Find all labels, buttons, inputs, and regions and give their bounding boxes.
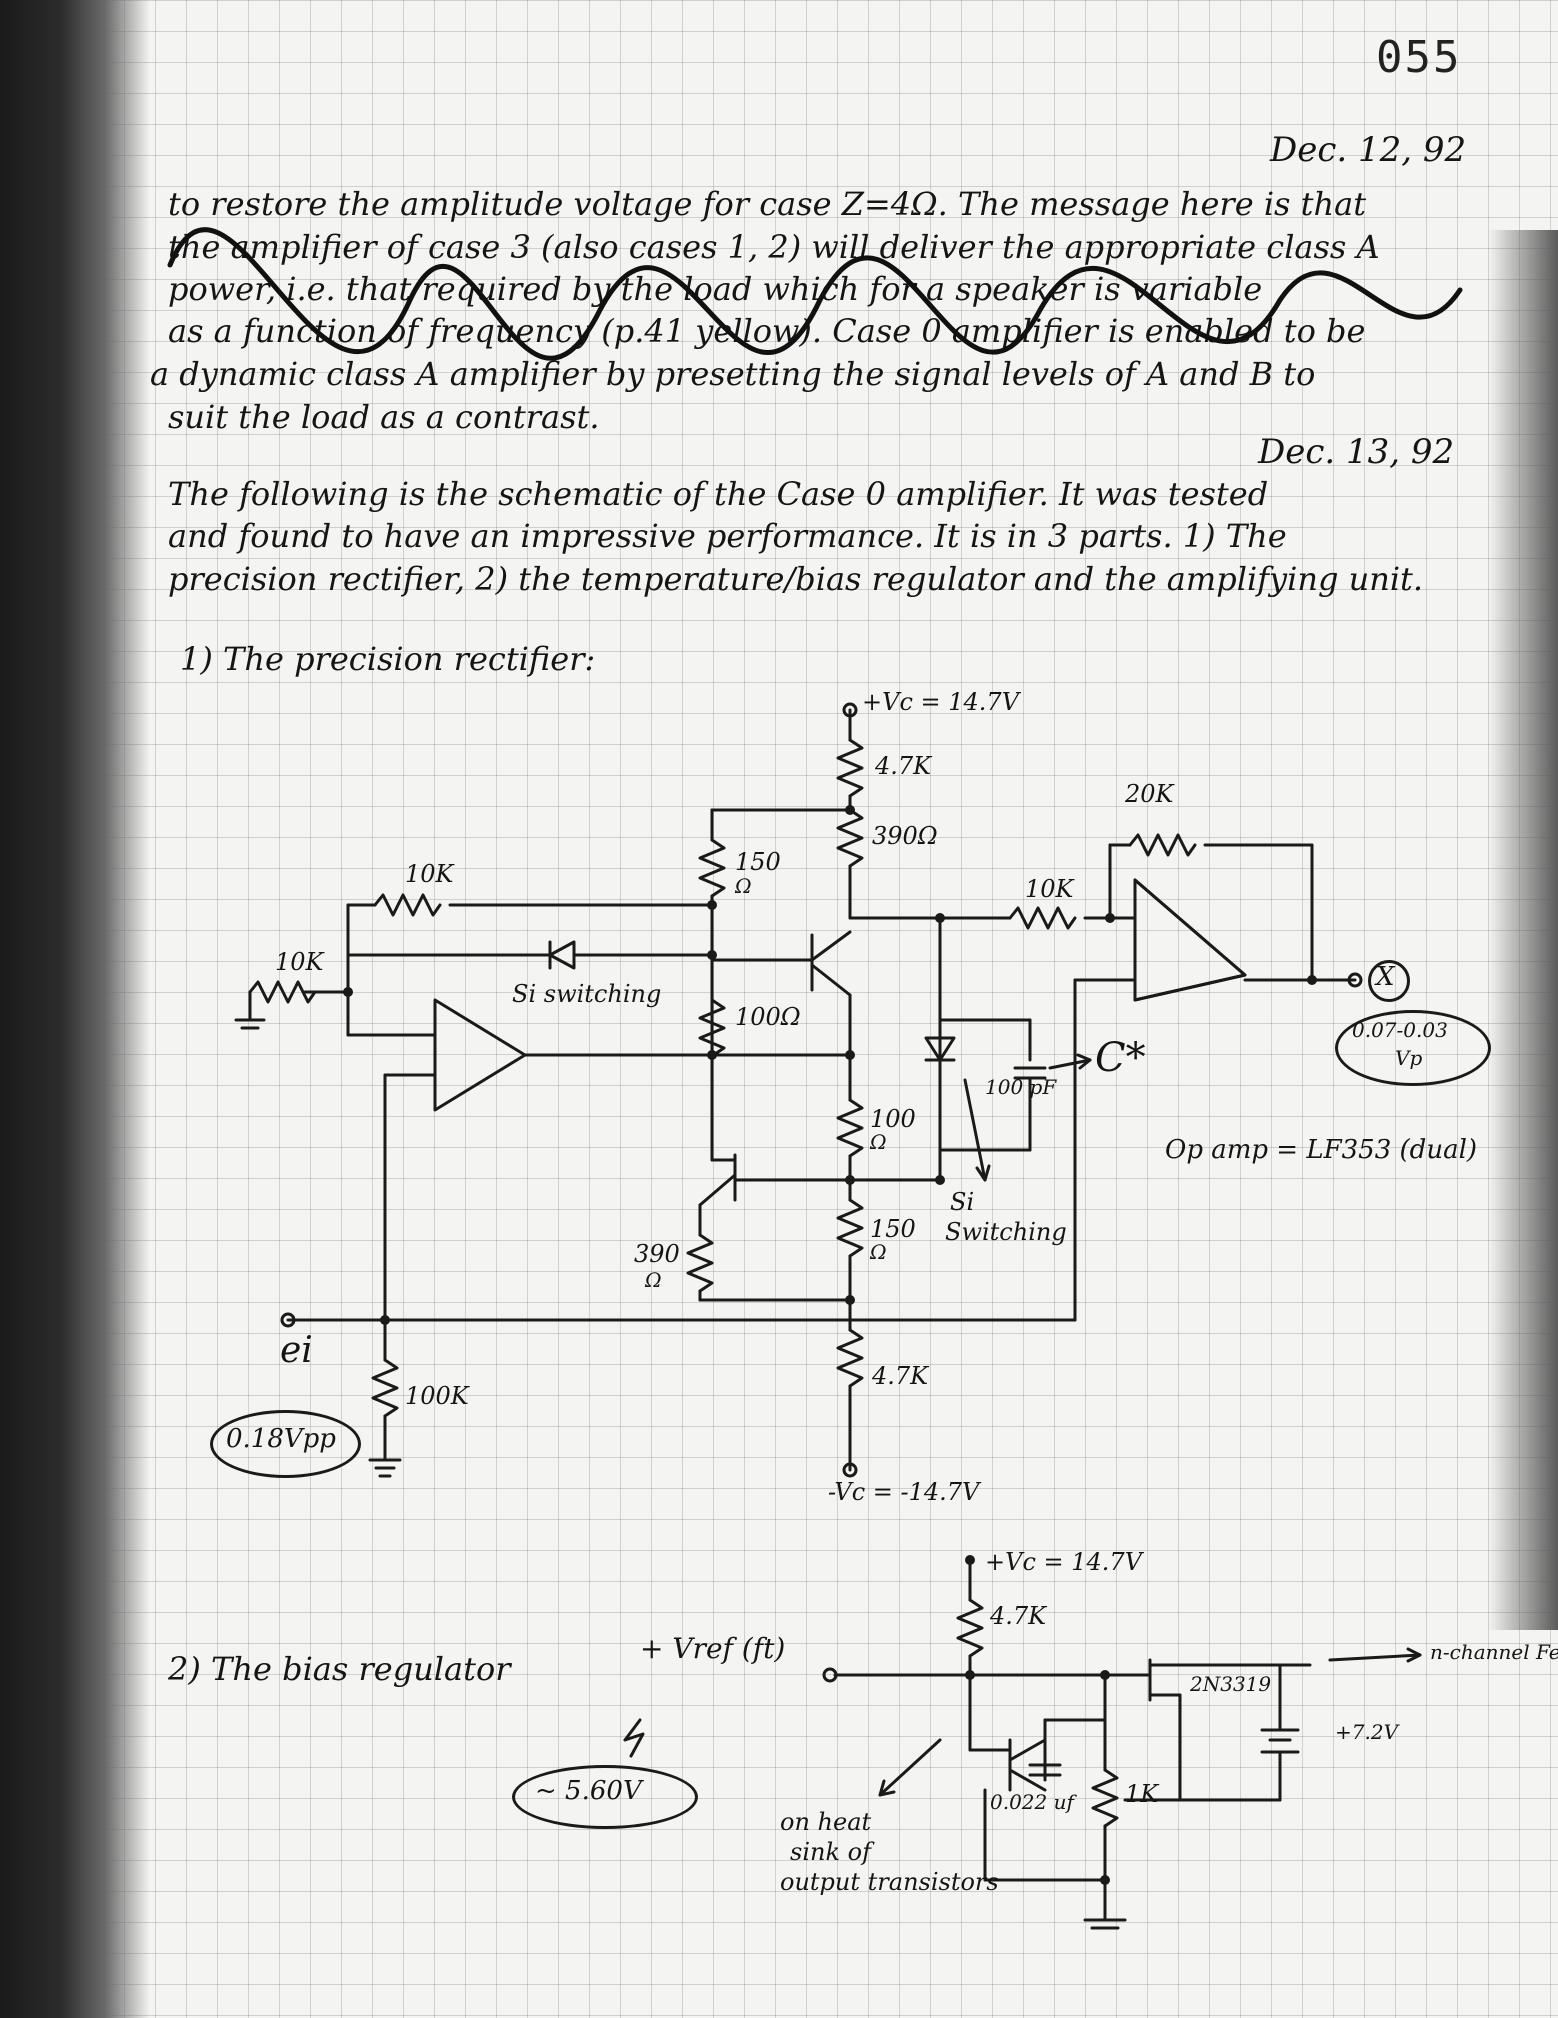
section2-heading: 2) The bias regulator: [168, 1650, 511, 1688]
r-100k-label: 100K: [405, 1382, 469, 1410]
vref-label: + Vref (ft): [640, 1632, 786, 1665]
bias-r-top-label: 4.7K: [990, 1602, 1047, 1630]
vref-value-oval: [512, 1765, 698, 1829]
r-150-bottom-unit: Ω: [870, 1240, 887, 1264]
r-390-top-label: 390Ω: [872, 822, 938, 850]
para2-line1: The following is the schematic of the Ca…: [168, 475, 1269, 513]
c-star-label: C*: [1095, 1035, 1146, 1081]
scan-shadow-right: [1488, 230, 1558, 1630]
r-10k-left-label: 10K: [275, 948, 324, 976]
heatsink-note-1: on heat: [780, 1808, 872, 1836]
para1-line1: to restore the amplitude voltage for cas…: [168, 185, 1367, 223]
heatsink-note-3: output transistors: [780, 1868, 999, 1896]
diode-si-switching-label: Si switching: [512, 980, 662, 1008]
para1-line6: suit the load as a contrast.: [168, 398, 600, 436]
heatsink-note-2: sink of: [790, 1838, 871, 1866]
vc-negative-label: -Vc = -14.7V: [828, 1478, 980, 1506]
input-ei-label: ei: [280, 1330, 313, 1371]
vref-value-label: ~ 5.60V: [535, 1776, 642, 1806]
output-x-label: X: [1376, 962, 1395, 992]
para2-line3: precision rectifier, 2) the temperature/…: [168, 560, 1424, 598]
transistor-2n3319-label: 2N3319: [1190, 1672, 1272, 1696]
output-level-label: 0.07-0.03: [1352, 1018, 1448, 1042]
para2-line2: and found to have an impressive performa…: [168, 517, 1287, 555]
r-20k-label: 20K: [1125, 780, 1174, 808]
para1-line5: a dynamic class A amplifier by presettin…: [150, 355, 1316, 393]
pot-1k-label: 1K: [1125, 1780, 1159, 1808]
output-unit-label: Vp: [1395, 1046, 1423, 1070]
fet-note-label: n-channel Fet: [1430, 1640, 1558, 1664]
output-level-oval: [1335, 1010, 1491, 1086]
r-150-bottom-label: 150: [870, 1215, 916, 1243]
scan-shadow-left: [0, 0, 150, 2018]
r-10k-right-label: 10K: [1025, 875, 1074, 903]
page-number: 055: [1376, 32, 1462, 83]
diode2-si-label: Si: [950, 1188, 975, 1216]
r-150-top-unit: Ω: [735, 874, 752, 898]
para1-line3: power, i.e. that required by the load wh…: [168, 270, 1263, 308]
r-top-label: 4.7K: [875, 752, 932, 780]
bias-vc-positive-label: +Vc = 14.7V: [985, 1548, 1143, 1576]
r-150-top-label: 150: [735, 848, 781, 876]
diode2-switching-label: Switching: [945, 1218, 1067, 1246]
date-second: Dec. 13, 92: [1258, 432, 1455, 472]
section1-heading: 1) The precision rectifier:: [180, 640, 596, 678]
r-100-left-label: 100Ω: [735, 1003, 801, 1031]
r-10k-top-label: 10K: [405, 860, 454, 888]
cap-0022-label: 0.022 uf: [990, 1790, 1074, 1814]
battery-note-label: +7.2V: [1335, 1720, 1399, 1744]
vc-positive-label: +Vc = 14.7V: [862, 688, 1020, 716]
output-circle: [1368, 960, 1410, 1002]
para1-line2: the amplifier of case 3 (also cases 1, 2…: [168, 228, 1380, 266]
input-level-label: 0.18Vpp: [226, 1424, 336, 1454]
r-390-bottom-label: 390: [634, 1240, 680, 1268]
para1-line4: as a function of frequency (p.41 yellow)…: [168, 312, 1366, 350]
r-100-mid-unit: Ω: [870, 1130, 887, 1154]
r-100-mid-label: 100: [870, 1105, 916, 1133]
input-level-oval: [210, 1410, 361, 1478]
date-first: Dec. 12, 92: [1270, 130, 1467, 170]
cap-100pf-label: 100 pF: [985, 1075, 1057, 1099]
r-bottom-label: 4.7K: [872, 1362, 929, 1390]
opamp-note: Op amp = LF353 (dual): [1165, 1135, 1478, 1165]
r-390-bottom-unit: Ω: [645, 1268, 662, 1292]
